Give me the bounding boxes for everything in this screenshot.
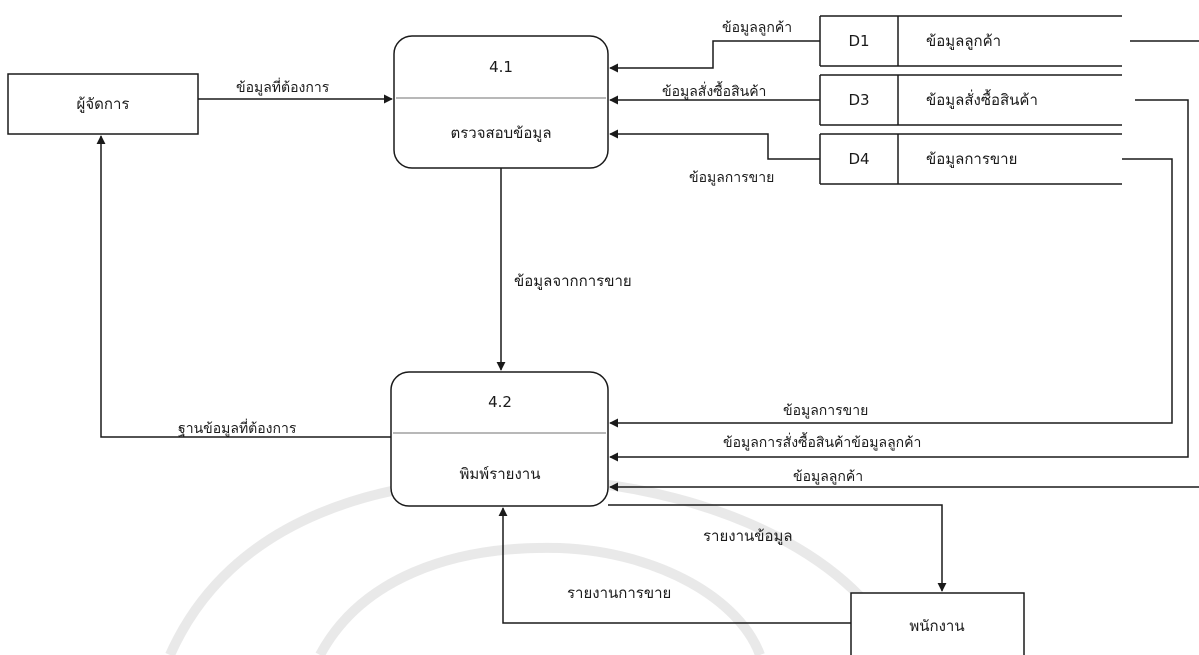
d1-name: ข้อมูลลูกค้า [926,32,1001,50]
flow-staff-to-4-2-label: รายงานการขาย [567,584,671,602]
process-4-1-name: ตรวจสอบข้อมูล [450,124,551,142]
process-4-2-id: 4.2 [488,393,512,411]
flow-4-2-to-staff-label: รายงานข้อมูล [703,527,793,545]
flow-d4-to-4-1-label: ข้อมูลการขาย [689,170,774,186]
flow-d3-to-4-2 [609,99,1189,462]
d4-name: ข้อมูลการขาย [926,150,1017,168]
flow-staff-to-4-2 [498,507,851,624]
flow-d3-to-4-2-label: ข้อมูลการสั่งซื้อสินค้าข้อมูลลูกค้า [723,432,921,451]
flow-d1-to-4-1 [609,40,820,73]
d4-id: D4 [848,150,869,168]
data-store-d3 [819,74,1122,126]
staff-entity [850,592,1025,655]
flow-d3-to-4-1-label: ข้อมูลสั่งซื้อสินค้า [662,81,766,100]
d3-id: D3 [848,91,869,109]
flow-d1-to-4-1-label: ข้อมูลลูกค้า [722,20,792,36]
staff-entity-label: พนักงาน [909,617,964,635]
flow-4-1-to-4-2-label: ข้อมูลจากการขาย [514,272,632,290]
process-4-1 [393,35,609,169]
d3-name: ข้อมูลสั่งซื้อสินค้า [926,89,1038,109]
flow-d1-to-4-2-label: ข้อมูลลูกค้า [793,469,863,485]
flow-manager-to-4-1-label: ข้อมูลที่ต้องการ [236,78,330,96]
flow-d4-to-4-2-label: ข้อมูลการขาย [783,403,868,419]
manager-entity [7,73,199,135]
manager-entity-label: ผู้จัดการ [77,95,130,113]
d1-id: D1 [848,32,869,50]
process-4-1-id: 4.1 [489,58,513,76]
process-4-2-name: พิมพ์รายงาน [460,465,541,483]
flow-4-2-to-staff [608,504,947,592]
flow-d4-to-4-1 [609,129,820,160]
flow-d4-to-4-2 [609,158,1173,428]
flow-4-2-to-manager-label: ฐานข้อมูลที่ต้องการ [178,419,297,437]
process-4-2 [390,371,609,507]
flow-4-2-to-manager [96,135,391,438]
